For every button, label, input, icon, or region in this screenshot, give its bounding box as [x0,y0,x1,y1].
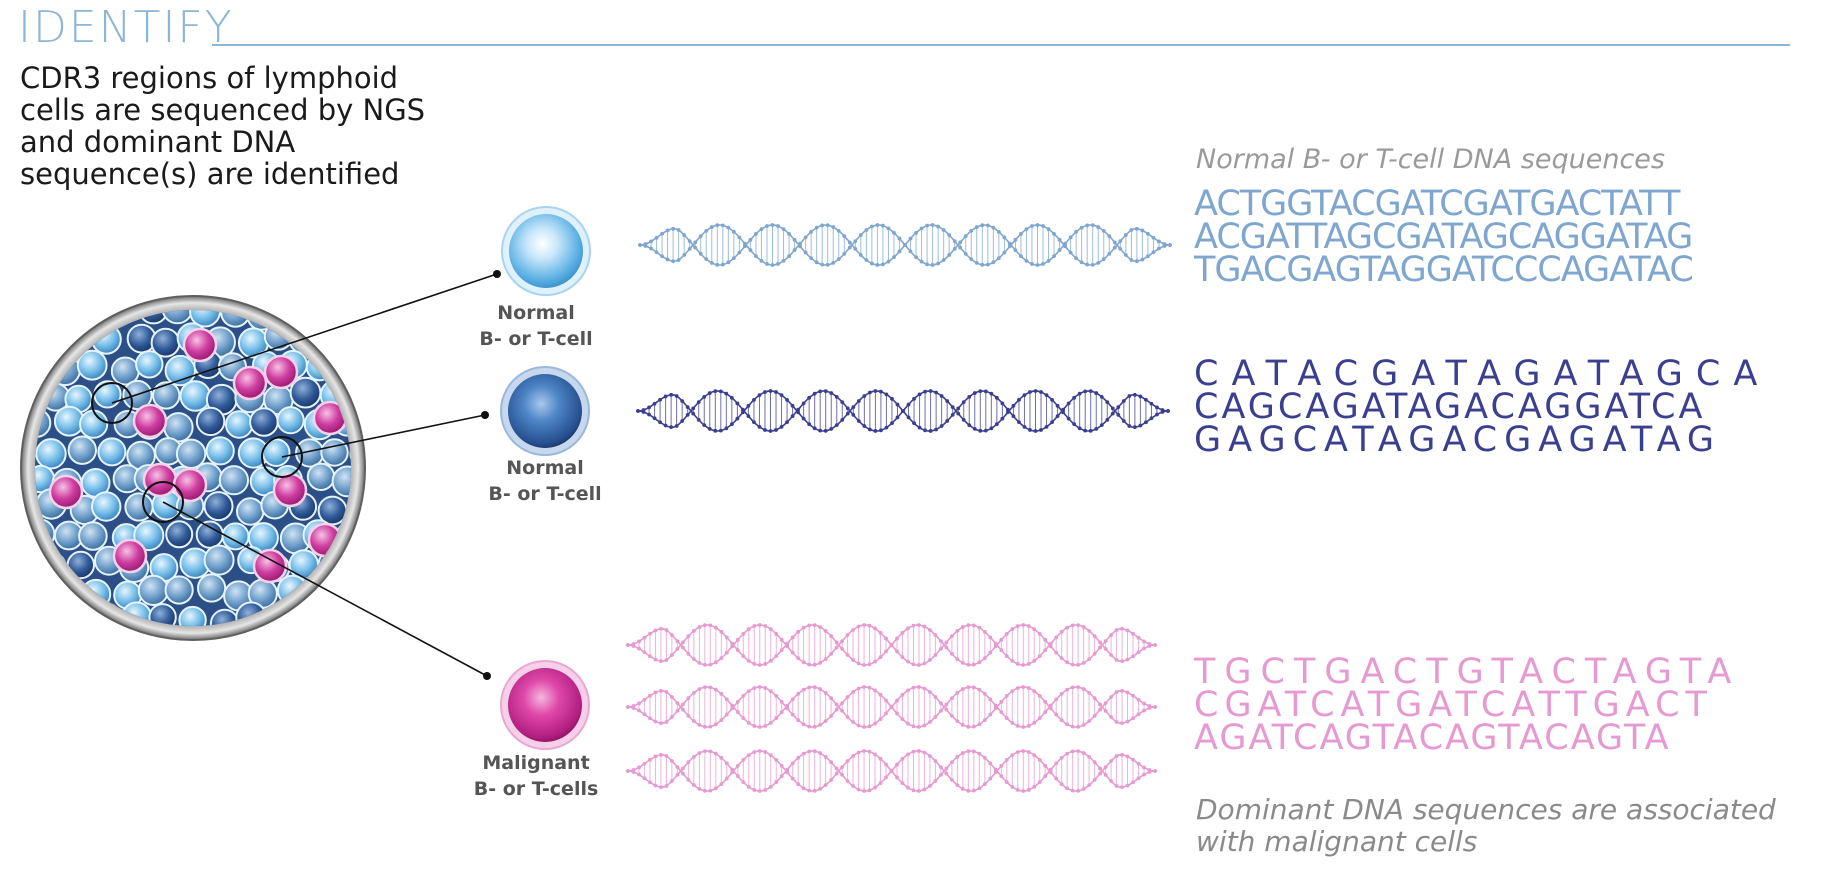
intro-line: cells are sequenced by NGS [20,93,426,127]
sequence-line: ACGATTAGCGATAGCAGGATAG [1194,217,1693,257]
page-title: IDENTIFY [18,2,234,53]
sequence-line: ACTGGTACGATCGATGACTATT [1194,184,1680,224]
dna-helix-pink [626,623,1157,667]
highlight-normal-dark [261,436,303,478]
sequence-line: CAGCAGATAGACAGGATCA [1194,387,1706,427]
cell-label-line: Malignant [482,752,590,774]
intro-line: sequence(s) are identified [20,157,400,191]
intro-line: CDR3 regions of lymphoid [20,61,399,95]
sequence-block-light: ACTGGTACGATCGATGACTATT ACGATTAGCGATAGCAG… [1194,184,1694,290]
dominant-caption-line: with malignant cells [1196,825,1478,858]
connector-line [281,414,486,458]
sequence-line: TGACGAGTAGGATCCCAGATAC [1194,250,1694,290]
connector-line [111,273,498,404]
normal-dark-cell [500,366,590,456]
sequence-line: CGATCATGATCATTGACT [1194,685,1713,725]
cell-label-line: B- or T-cell [479,328,593,350]
cell-label-line: B- or T-cell [488,483,602,505]
cell-label-line: B- or T-cells [473,778,599,800]
dominant-caption: Dominant DNA sequences are associated wi… [1196,794,1776,858]
intro-line: and dominant DNA [20,125,296,159]
cell-label-line: Normal [506,457,584,479]
malignant-cell [500,660,590,750]
dna-helix-light [638,223,1172,267]
dominant-caption-line: Dominant DNA sequences are associated [1196,793,1776,826]
connector-dot [493,270,501,278]
sequence-block-dark: CATACGATAGATAGCA CAGCAGATAGACAGGATCA GAG… [1194,354,1771,460]
sequence-block-pink: TGCTGACTGTACTAGTA CGATCATGATCATTGACT AGA… [1194,652,1741,758]
dna-helix-pink [626,749,1157,793]
normal-sequences-caption: Normal B- or T-cell DNA sequences [1196,144,1665,175]
sample-dish [20,295,366,641]
cell-label-malignant: Malignant B- or T-cells [446,750,626,802]
intro-text: CDR3 regions of lymphoid cells are seque… [20,62,460,190]
title-rule [212,44,1790,46]
connector-dot [483,672,491,680]
normal-light-cell [501,206,591,296]
sequence-line: AGATCAGTACAGTACAGTA [1194,718,1671,758]
sequence-line: CATACGATAGATAGCA [1194,354,1771,394]
dna-helix-dark [636,389,1170,433]
connector-line [162,501,488,677]
cell-label-line: Normal [497,302,575,324]
sequence-line: TGCTGACTGTACTAGTA [1194,652,1741,692]
dna-helix-pink [626,685,1157,729]
highlight-normal-light [91,382,133,424]
cell-label-normal-light: Normal B- or T-cell [446,300,626,352]
cell-label-normal-dark: Normal B- or T-cell [455,455,635,507]
connector-dot [481,411,489,419]
highlight-malignant [142,481,184,523]
sequence-line: GAGCATAGACGAGATAG [1194,420,1722,460]
